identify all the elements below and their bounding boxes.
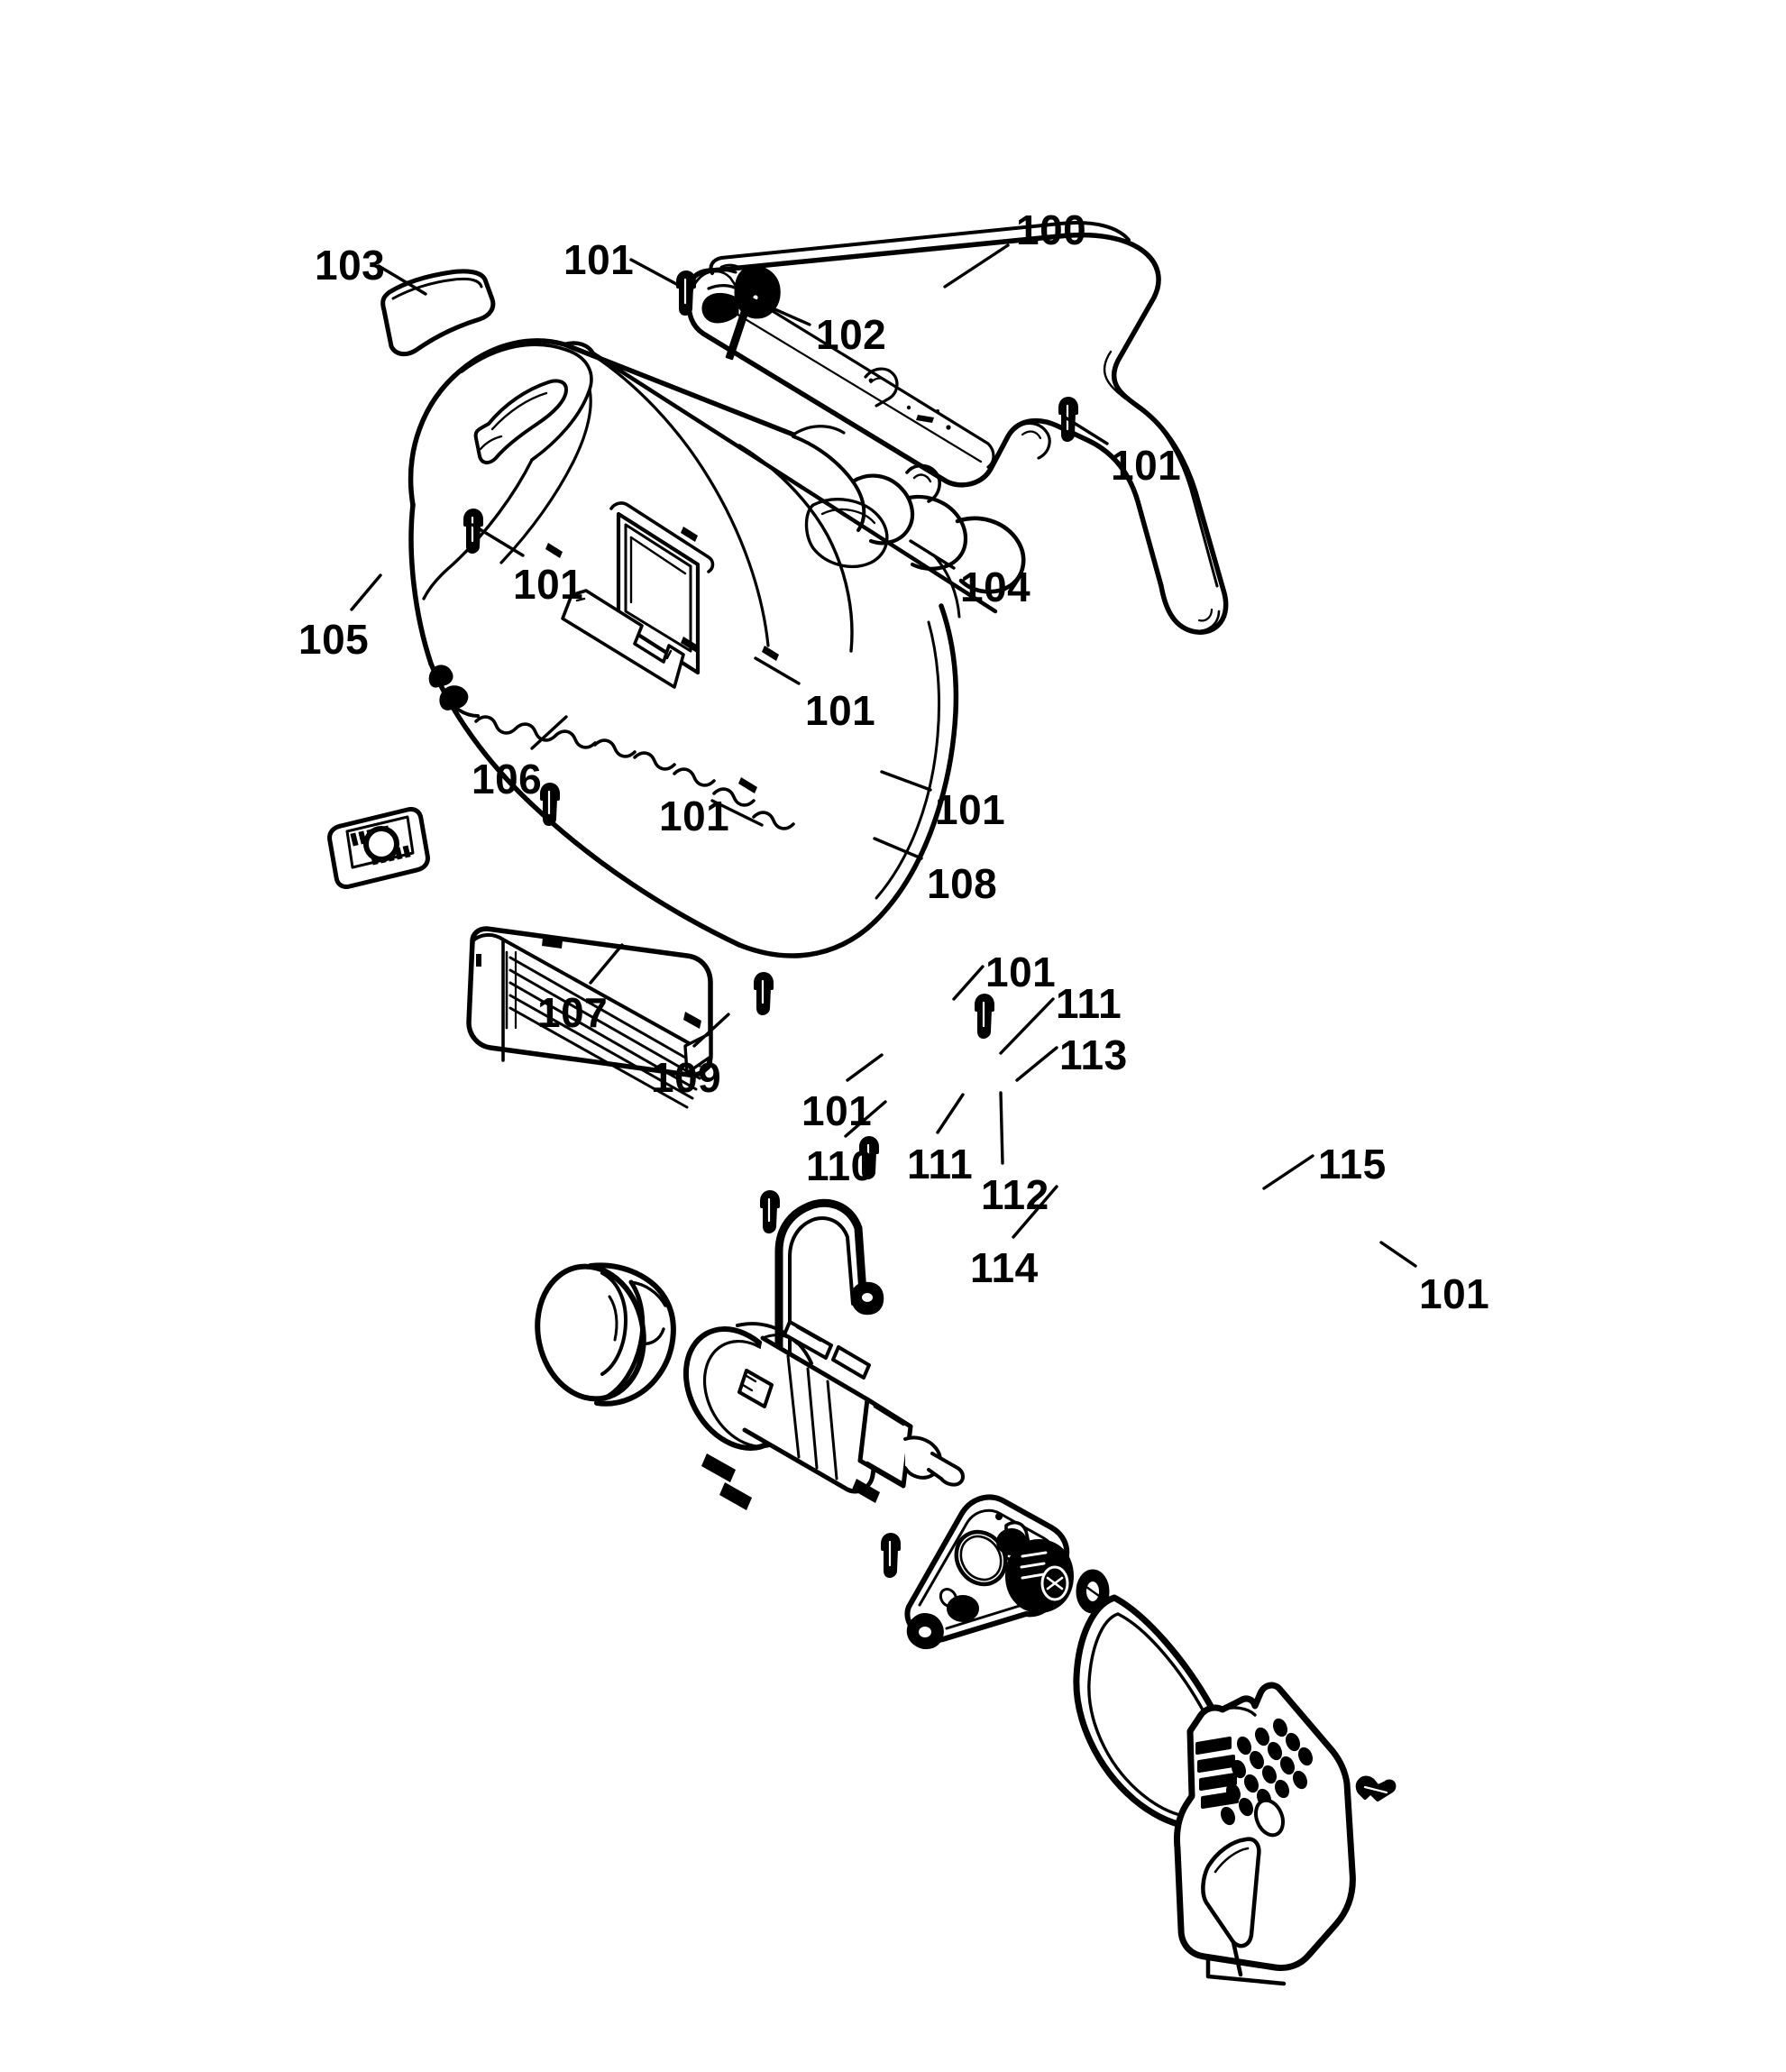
leader-line-107 (589, 943, 624, 985)
callout-101-screw: 101 (513, 561, 584, 608)
callout-104-main-housing: 104 (960, 564, 1031, 610)
part-101-screw-top (676, 270, 696, 316)
leader-line-108 (873, 837, 923, 860)
part-104-main-housing (408, 338, 1026, 958)
leader-line-101 (1062, 415, 1109, 445)
callout-106-air-inlet-grille: 106 (472, 756, 543, 802)
callout-101-screw: 101 (1111, 442, 1182, 489)
leader-line-112 (999, 1091, 1004, 1165)
part-101-screw-bottom-right (1355, 1775, 1397, 1802)
leader-line-101 (629, 258, 680, 287)
part-103-trim-cap (380, 269, 496, 357)
part-105-rating-label (327, 807, 430, 889)
leader-line-105 (350, 573, 382, 611)
callout-101-screw: 101 (935, 786, 1006, 833)
callout-108-handle-bracket: 108 (927, 860, 998, 907)
callout-102-switch-lever: 102 (816, 311, 887, 358)
leader-line-106 (530, 715, 568, 750)
leader-line-113 (1015, 1046, 1058, 1082)
leader-lines (350, 243, 1417, 1268)
part-101-screw-mount-top (975, 994, 994, 1039)
part-115-belt-cover (1174, 1682, 1356, 1986)
leader-line-101 (1379, 1241, 1417, 1268)
part-100-upper-handle-tube (686, 220, 1229, 635)
callout-111-washer: 111 (1056, 980, 1122, 1027)
callout-109-motor: 109 (651, 1054, 722, 1101)
leader-line-101 (880, 770, 932, 792)
leader-line-103 (377, 264, 427, 296)
callout-101-screw: 101 (563, 236, 635, 283)
leader-line-109 (692, 1013, 730, 1048)
leader-line-110 (844, 1100, 887, 1138)
callout-111-washer: 111 (907, 1141, 974, 1187)
leader-line-100 (943, 243, 1010, 289)
callout-115-belt-cover: 115 (1318, 1141, 1387, 1187)
part-101-screw-above-grille (540, 783, 560, 826)
leader-line-101 (710, 799, 764, 827)
leader-line-101 (471, 523, 525, 557)
leader-line-101 (846, 1053, 884, 1082)
leader-line-114 (1012, 1185, 1058, 1239)
leader-line-102 (746, 296, 811, 326)
callout-110-motor-mount-plate: 110 (806, 1142, 875, 1189)
leader-line-101 (754, 656, 801, 685)
part-101-screw-left-lower (463, 509, 483, 554)
part-109-motor (682, 1320, 965, 1510)
part-101-screw-mount-left (881, 1533, 901, 1578)
part-106-air-inlet-grille (466, 926, 713, 1109)
callout-101-screw: 101 (985, 949, 1057, 995)
callout-101-screw: 101 (805, 687, 876, 734)
callout-101-screw: 101 (801, 1087, 873, 1134)
callout-101-screw: 101 (659, 793, 730, 839)
callout-107-impeller-fan: 107 (537, 989, 609, 1036)
leader-line-111 (936, 1093, 965, 1134)
callout-100-upper-handle-tube: 100 (1016, 206, 1087, 253)
part-107-impeller-fan (535, 1262, 676, 1407)
callout-113-spacer: 113 (1059, 1031, 1128, 1078)
part-111-washer-lower (947, 1595, 979, 1622)
callout-112-drive-pulley: 112 (981, 1171, 1049, 1218)
part-112-drive-pulley (1005, 1539, 1074, 1613)
leader-line-111 (999, 997, 1055, 1055)
callout-101-screw: 101 (1419, 1270, 1490, 1317)
callout-103-trim-cap: 103 (315, 242, 386, 289)
part-101-screw-bracket-left (760, 1190, 780, 1233)
part-101-screw-bracket-top (859, 1136, 879, 1179)
callout-105-rating-label: 105 (298, 616, 370, 663)
callout-114-drive-belt: 114 (970, 1244, 1039, 1291)
leader-line-101 (952, 965, 985, 1001)
part-101-screw-below-housing (754, 972, 774, 1015)
part-102-switch-lever (701, 265, 781, 361)
leader-line-115 (1262, 1154, 1314, 1190)
leader-line-104 (909, 539, 956, 570)
